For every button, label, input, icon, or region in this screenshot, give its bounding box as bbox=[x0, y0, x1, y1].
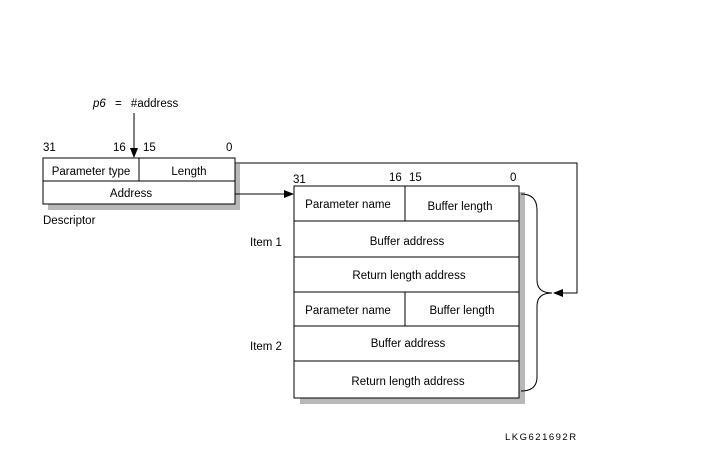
descriptor-bit-31: 31 bbox=[43, 142, 56, 154]
item-2-label: Item 2 bbox=[250, 341, 282, 353]
item-1-parameter-name: Parameter name bbox=[305, 199, 391, 211]
item-list-bit-31: 31 bbox=[293, 174, 306, 186]
item-list-bit-15: 15 bbox=[409, 172, 422, 184]
descriptor-bit-15: 15 bbox=[143, 142, 156, 154]
item-2-parameter-name: Parameter name bbox=[305, 305, 391, 317]
descriptor-length: Length bbox=[171, 166, 206, 178]
descriptor-parameter-type: Parameter type bbox=[52, 166, 131, 178]
descriptor-address: Address bbox=[110, 188, 152, 200]
item-list-box bbox=[293, 185, 525, 404]
length-loop-line bbox=[235, 162, 578, 297]
item-2-buffer-address: Buffer address bbox=[371, 338, 446, 350]
item-list-brace bbox=[520, 193, 553, 392]
item-2-return-length-address: Return length address bbox=[351, 376, 464, 388]
item-1-label: Item 1 bbox=[250, 237, 282, 249]
item-2-buffer-length: Buffer length bbox=[429, 305, 494, 317]
pointer-label: p6 = #address bbox=[92, 98, 178, 110]
figure-id: LKG621692R bbox=[505, 432, 578, 443]
descriptor-bit-16: 16 bbox=[113, 142, 126, 154]
descriptor-box bbox=[42, 157, 240, 210]
item-1-buffer-address: Buffer address bbox=[370, 236, 445, 248]
descriptor-bit-0: 0 bbox=[226, 142, 232, 154]
item-list-bit-0: 0 bbox=[510, 172, 516, 184]
descriptor-caption: Descriptor bbox=[43, 215, 96, 227]
pointer-register: p6 bbox=[92, 98, 106, 110]
item-1-buffer-length: Buffer length bbox=[427, 201, 492, 213]
item-list-bit-16: 16 bbox=[389, 172, 402, 184]
pointer-operator: = bbox=[115, 98, 122, 110]
item-1-return-length-address: Return length address bbox=[352, 270, 465, 282]
pointer-value: #address bbox=[131, 98, 179, 110]
